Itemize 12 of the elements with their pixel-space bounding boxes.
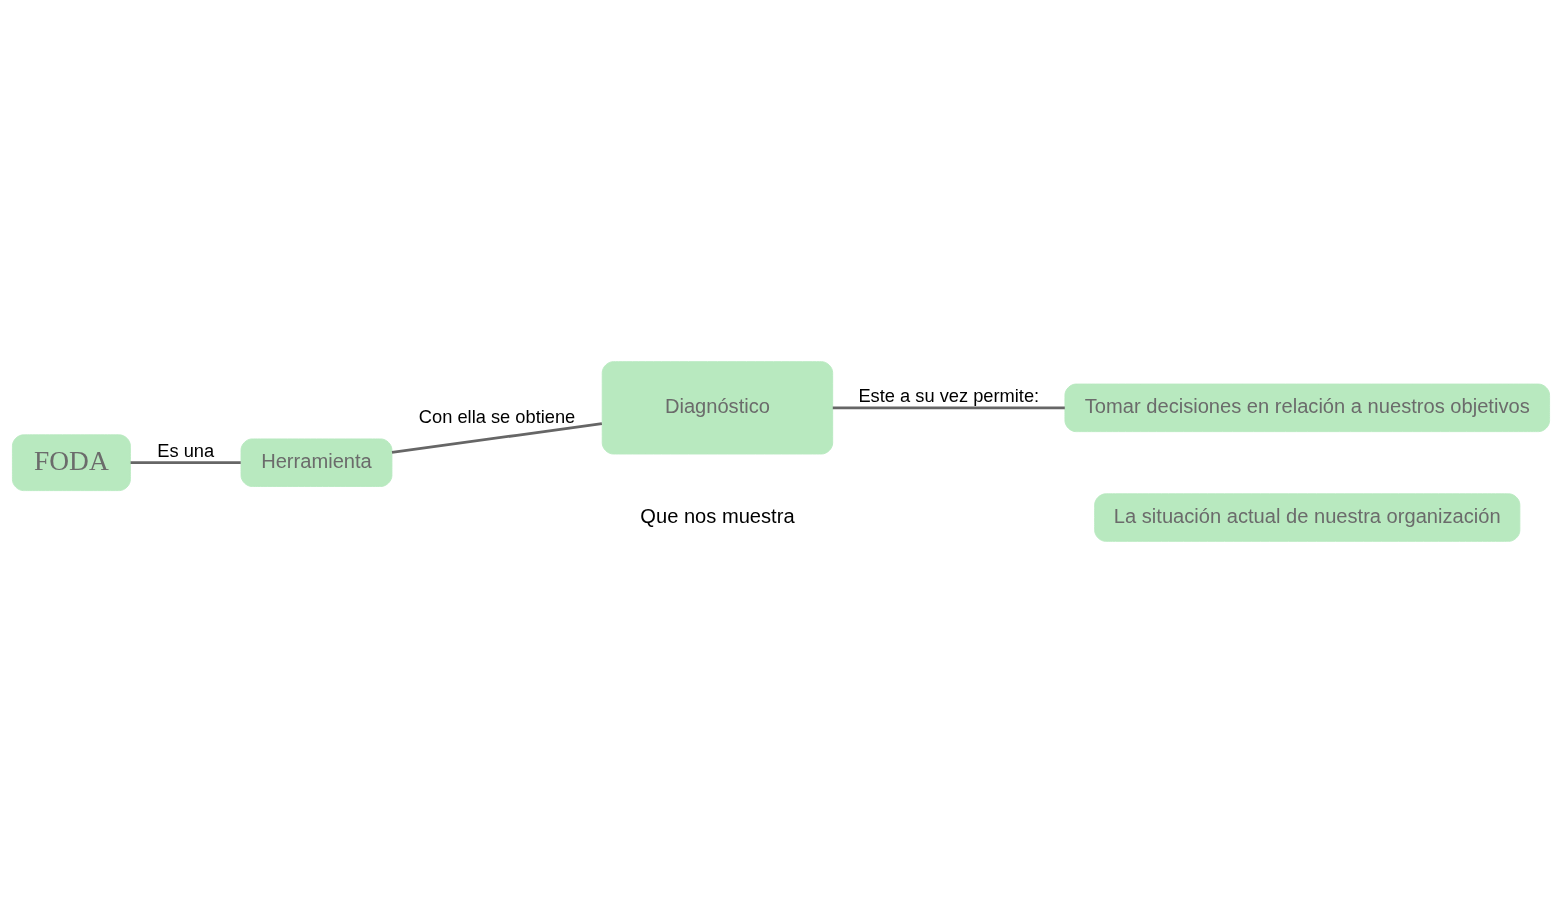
node-box: Herramienta (240, 438, 393, 487)
label: Que nos muestra (640, 504, 795, 527)
connector (130, 461, 241, 465)
connector (391, 422, 603, 454)
node-box: Diagnóstico (601, 361, 834, 455)
node-box: La situación actual de nuestra organización (1094, 493, 1521, 542)
node-box: FODA (11, 434, 131, 492)
connector (832, 406, 1065, 410)
edge-label: Es una (157, 440, 215, 462)
edge-label: Con ella se obtiene (418, 406, 576, 428)
edge-label: Este a su vez permite: (858, 385, 1040, 407)
node-box: Tomar decisiones en relación a nuestros objetivos (1064, 383, 1551, 433)
